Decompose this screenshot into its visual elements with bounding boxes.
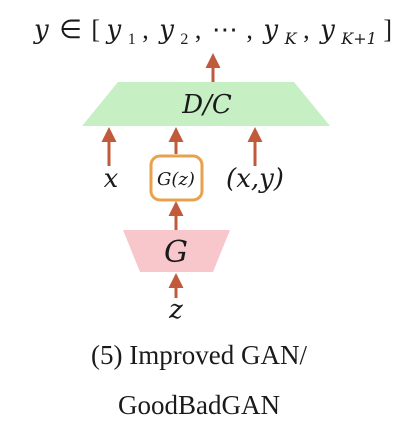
input-xy-label: (x,y) bbox=[226, 164, 284, 194]
gz-box bbox=[149, 154, 204, 202]
caption-line-2: GoodBadGAN bbox=[118, 390, 280, 420]
output-label: y ∈ [ y 1 , y 2 , ⋯ , y K , y K+1 ] bbox=[33, 15, 392, 50]
output-close-bracket: ] bbox=[383, 15, 392, 44]
output-comma-2: , bbox=[195, 15, 202, 44]
output-comma-3: , bbox=[246, 15, 253, 44]
generator-label: G bbox=[164, 235, 188, 270]
output-y2: y bbox=[158, 15, 174, 45]
output-yK1-sub: K+1 bbox=[340, 29, 377, 48]
noise-z-label: z bbox=[168, 295, 183, 325]
output-open-bracket: [ bbox=[91, 15, 100, 44]
discriminator-shape bbox=[82, 82, 330, 126]
caption-line-1: (5) Improved GAN/ bbox=[91, 340, 307, 370]
output-y2-sub: 2 bbox=[180, 31, 188, 48]
output-yK-sub: K bbox=[284, 29, 298, 48]
output-comma-1: , bbox=[142, 15, 149, 44]
input-x-label: x bbox=[104, 164, 119, 194]
generator-shape bbox=[123, 230, 230, 272]
output-yK: y bbox=[262, 15, 278, 45]
discriminator-label: D/C bbox=[181, 90, 232, 120]
output-yK1: y bbox=[319, 15, 335, 45]
output-y1: y bbox=[106, 15, 122, 45]
output-y1-sub: 1 bbox=[128, 31, 136, 48]
output-y: y bbox=[33, 15, 49, 45]
output-elem-symbol: ∈ bbox=[59, 15, 82, 44]
output-dots: ⋯ bbox=[212, 15, 238, 44]
output-comma-4: , bbox=[303, 15, 310, 44]
gz-label: G(z) bbox=[157, 169, 195, 190]
